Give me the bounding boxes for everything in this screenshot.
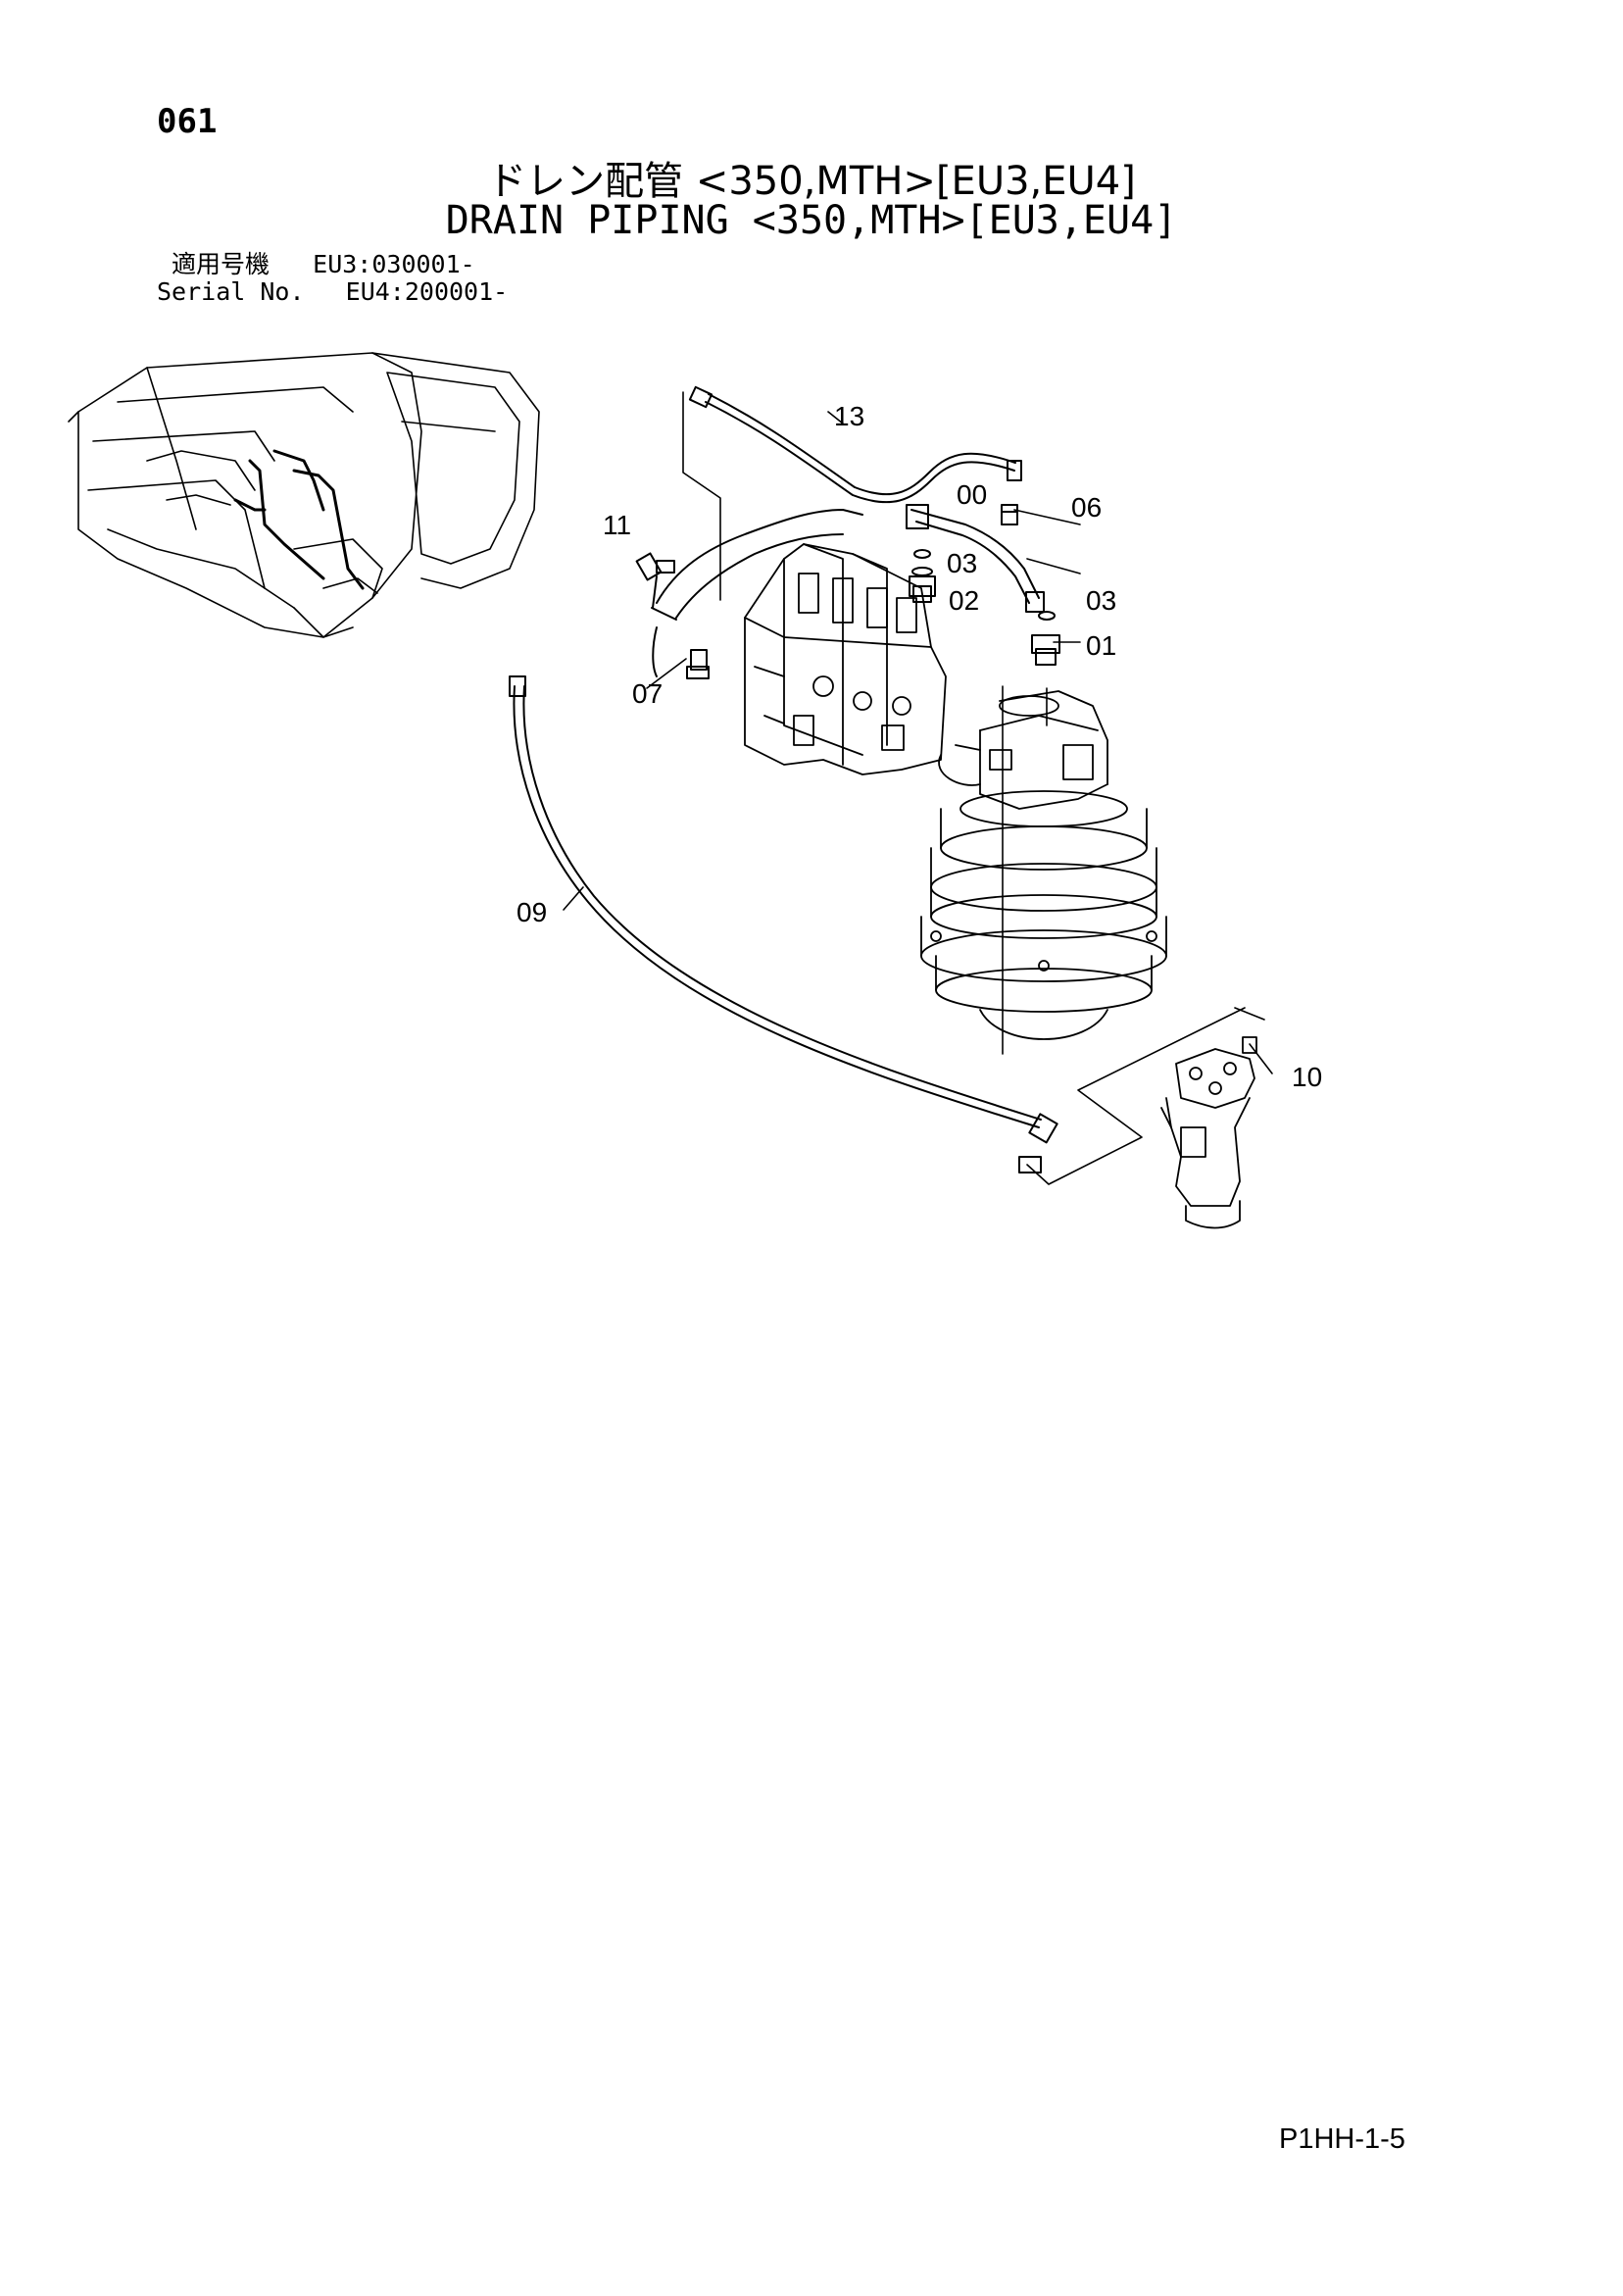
page-title-japanese: ドレン配管 <350,MTH>[EU3,EU4] [487, 159, 1136, 204]
serial-label-japanese: 適用号機 [172, 250, 270, 278]
callout-00: 00 [957, 479, 987, 510]
callout-01: 01 [1086, 630, 1116, 661]
callout-11: 11 [603, 510, 631, 540]
callout-06: 06 [1071, 492, 1102, 523]
callout-03-right: 03 [1086, 585, 1116, 616]
pipe-00 [906, 504, 1045, 613]
excavator-location-thumbnail [68, 352, 540, 638]
fitting-07 [686, 649, 710, 679]
drain-hose-13 [688, 385, 1022, 504]
callout-13: 13 [834, 401, 864, 431]
control-valve [744, 543, 947, 775]
page-number: 061 [157, 102, 218, 141]
leader-lines [563, 391, 1273, 1185]
fitting-01 [1031, 634, 1060, 666]
swing-motor [920, 690, 1167, 1040]
page-title-english: DRAIN PIPING <350,MTH>[EU3,EU4] [445, 198, 1178, 243]
valve-return-pipe [651, 509, 863, 677]
fitting-06 [1001, 504, 1018, 525]
serial-eu4: EU4:200001- [345, 277, 509, 306]
serial-eu3: EU3:030001- [313, 250, 475, 278]
drain-hose-09 [509, 675, 1058, 1173]
center-joint [1160, 1036, 1257, 1229]
serial-row-eu4: Serial No. EU4:200001- [157, 278, 508, 306]
o-ring-03-right [1038, 611, 1056, 621]
o-ring-03-left [913, 549, 931, 559]
callout-07: 07 [632, 678, 663, 709]
callout-03-left: 03 [947, 548, 977, 578]
document-code: P1HH-1-5 [1279, 2123, 1405, 2155]
callout-10: 10 [1292, 1062, 1322, 1092]
callout-09: 09 [516, 897, 547, 927]
callout-02: 02 [949, 585, 979, 616]
serial-label-english: Serial No. [157, 277, 305, 306]
serial-row-eu3: 適用号機 EU3:030001- [172, 251, 475, 278]
elbow-11 [635, 552, 675, 609]
